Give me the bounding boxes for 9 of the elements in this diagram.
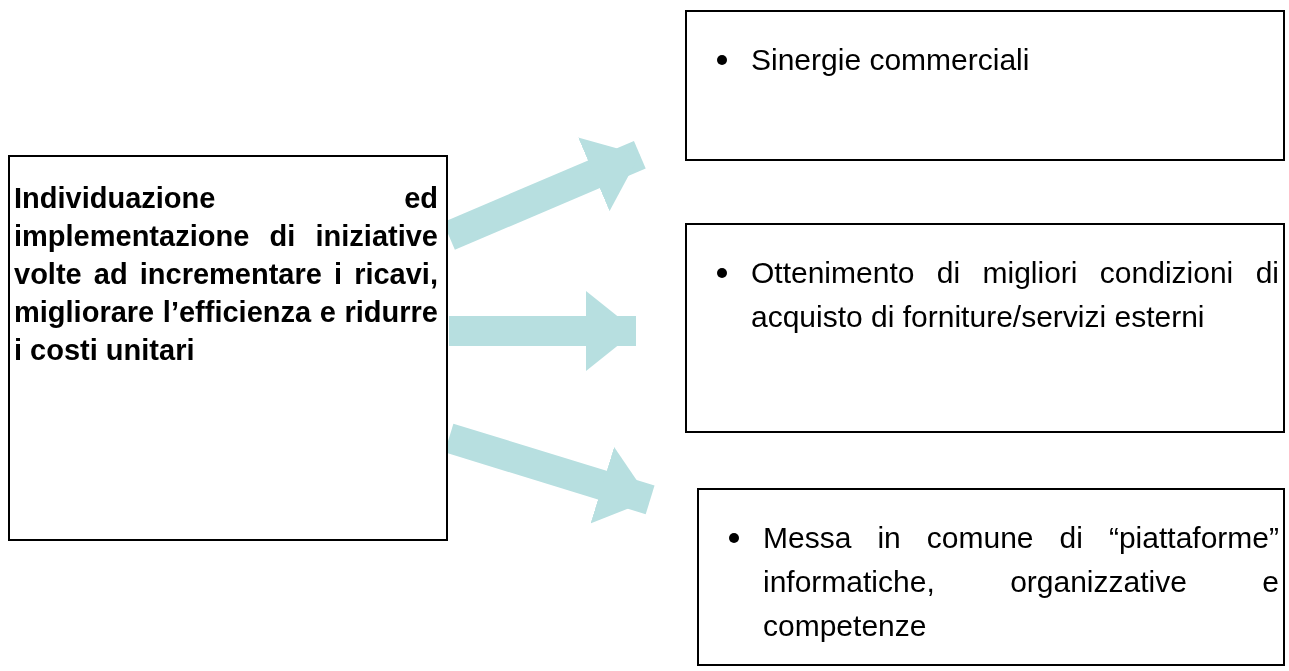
text-box xyxy=(685,223,1285,433)
bullet-item: Messa in comune di “piattaforme” informatiche, organizzative e competenze xyxy=(763,520,1279,644)
text-box xyxy=(8,155,448,541)
text-box xyxy=(685,10,1285,161)
box-text: Individuazione ed implementazione di iniziative volte ad incrementare i ricavi, migliorare l’efficienza e ridurre i costi unitari xyxy=(14,181,438,368)
bullet-item: Ottenimento di migliori condizioni di acquisto di forniture/servizi esterni xyxy=(751,255,1279,335)
bullet-item: Sinergie commerciali xyxy=(751,42,1031,78)
text-box xyxy=(697,488,1285,666)
block-arrow xyxy=(449,291,636,371)
